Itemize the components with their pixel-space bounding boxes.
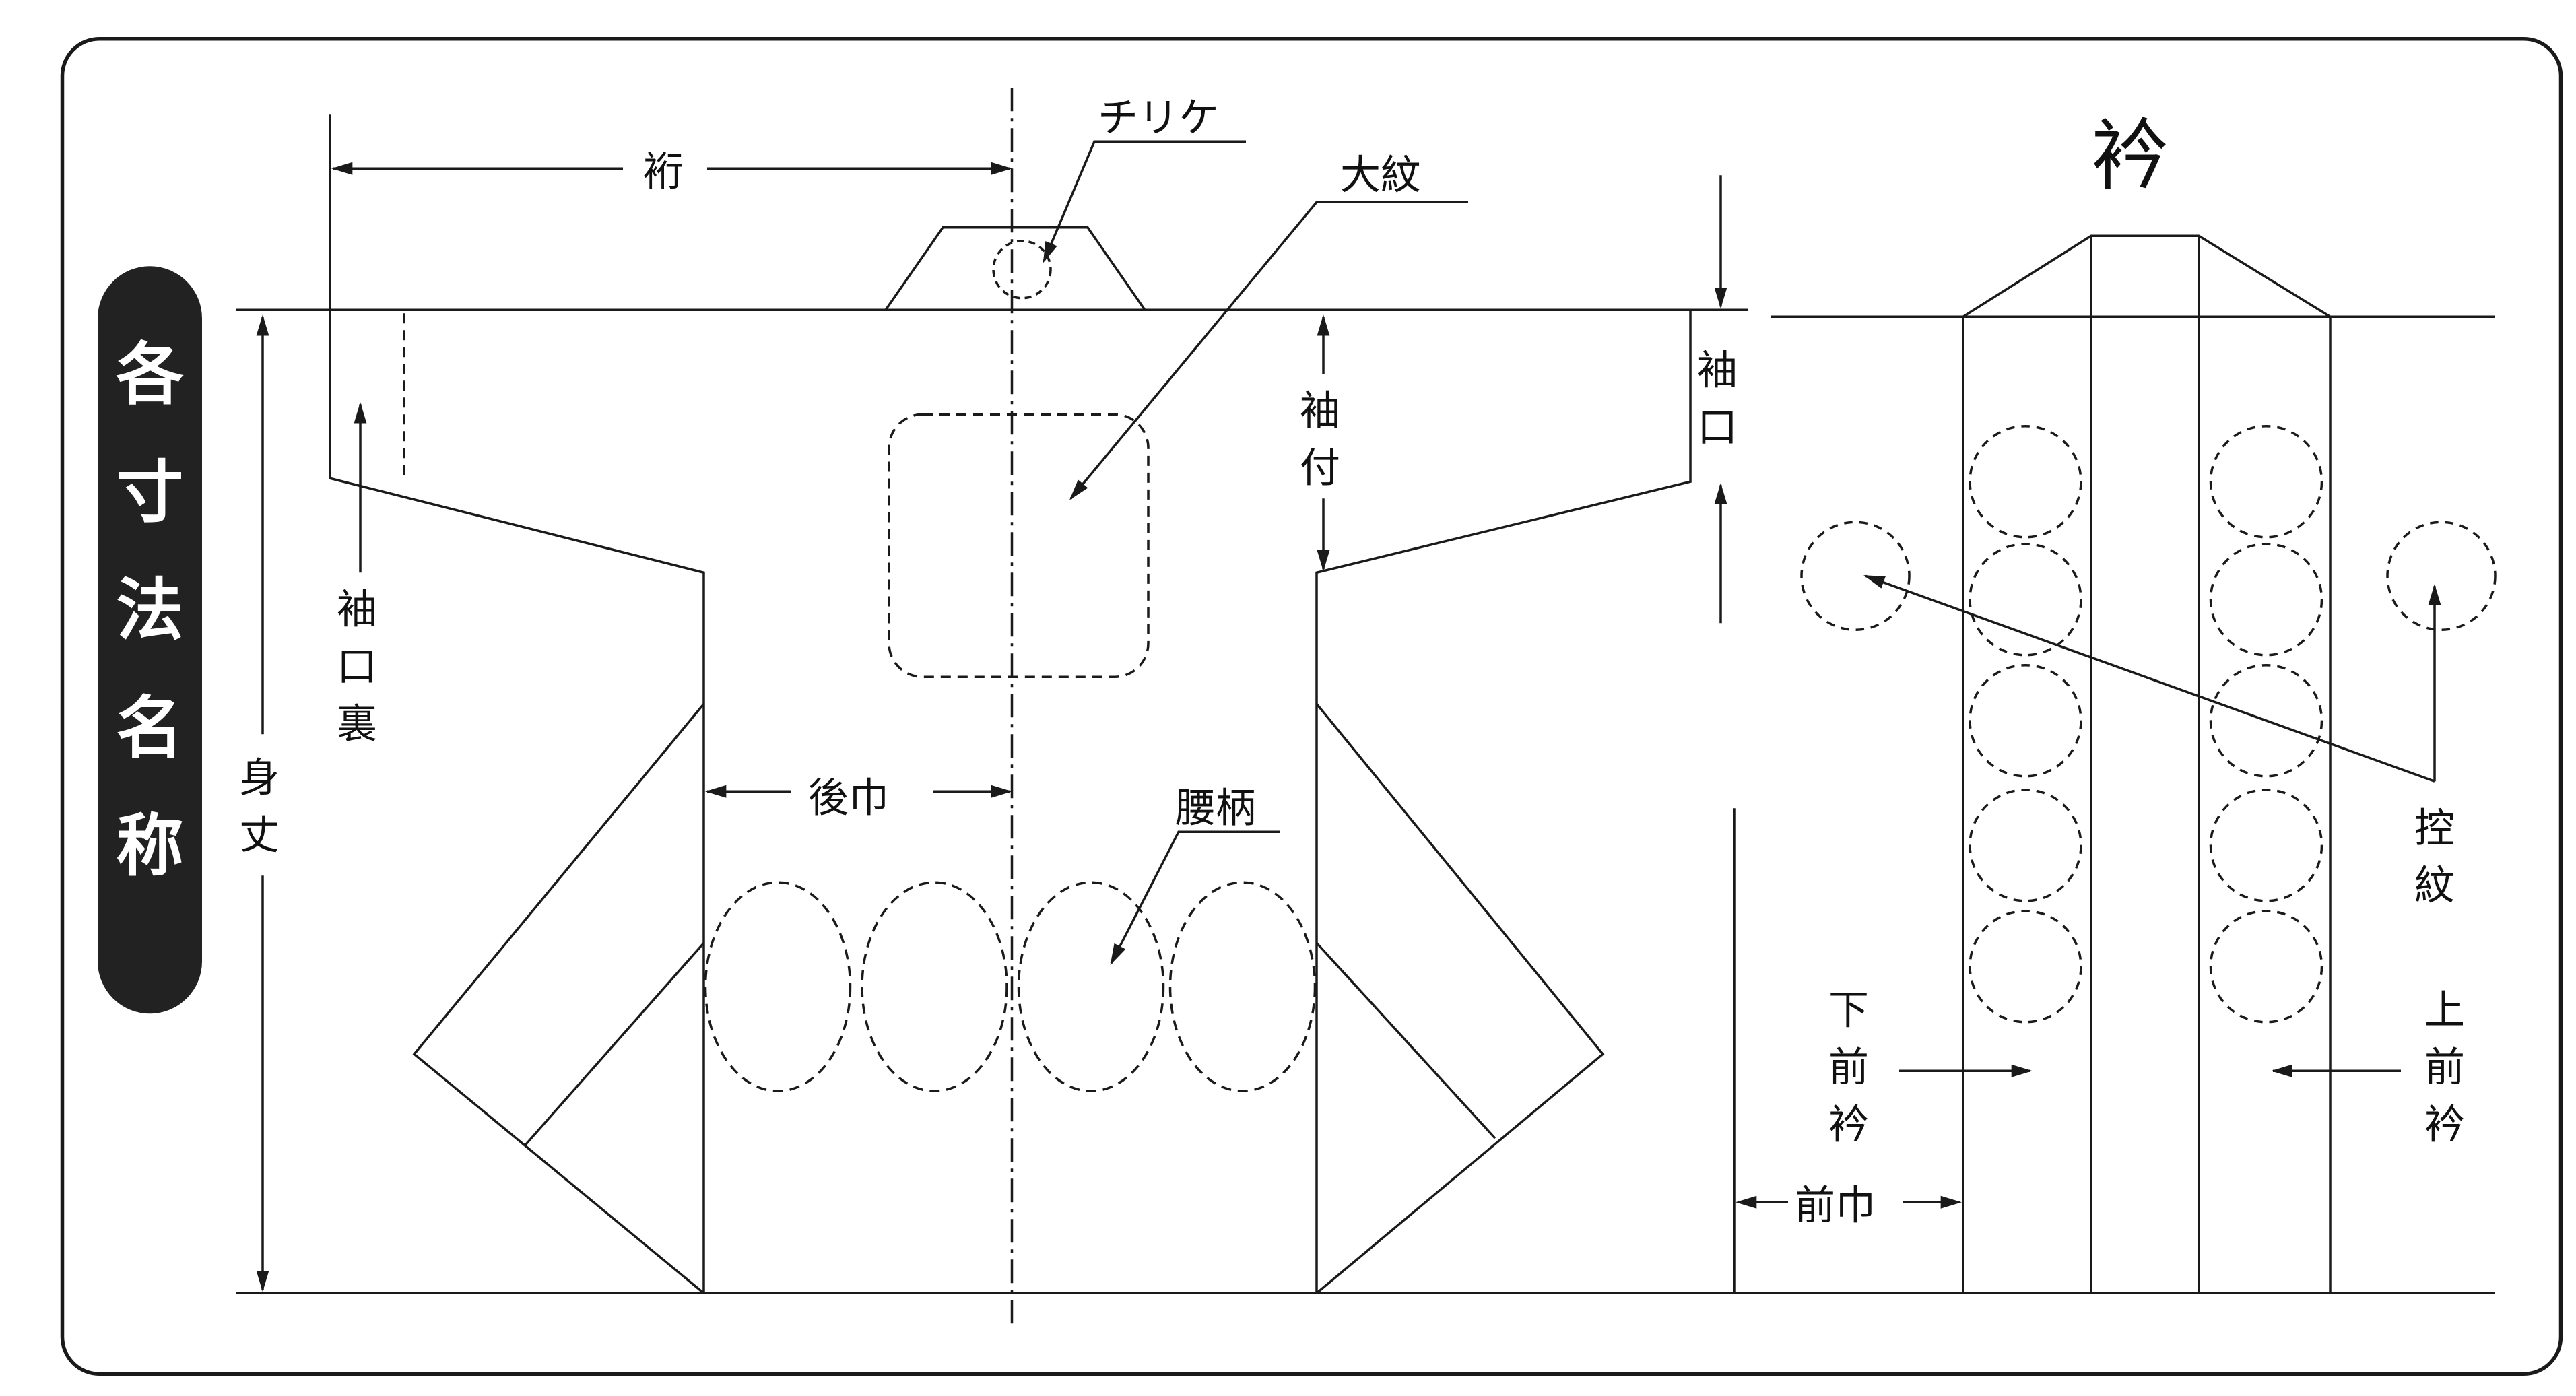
label-daimon: 大紋 xyxy=(1340,152,1421,199)
label-sodetsuke-2: 付 xyxy=(1300,444,1340,492)
title-char-5: 称 xyxy=(117,806,184,885)
label-koshigara: 腰柄 xyxy=(1175,785,1256,832)
label-sodetsuke-1: 袖 xyxy=(1300,387,1340,434)
label-mitake-2: 丈 xyxy=(239,811,279,859)
label-yuki: 裄 xyxy=(643,148,684,195)
title-char-2: 寸 xyxy=(117,453,184,531)
koshigara-pattern xyxy=(704,881,1317,1092)
label-sodeguchi-1: 袖 xyxy=(1697,347,1738,394)
label-sodeguchi-ura-1: 袖 xyxy=(337,586,377,633)
title-char-4: 名 xyxy=(117,688,184,767)
collar-outline xyxy=(1733,234,2495,1294)
hikaemon-right xyxy=(2386,521,2497,631)
label-uwamaeeri-1: 上 xyxy=(2424,987,2465,1034)
label-collar-title: 衿 xyxy=(2091,110,2169,201)
label-hikaemon-2: 紋 xyxy=(2414,862,2455,909)
label-shitamaeeri-3: 衿 xyxy=(1828,1101,1869,1148)
label-sodeguchi-ura-3: 裏 xyxy=(337,700,377,747)
label-ushirohaba: 後巾 xyxy=(808,774,889,822)
label-chirike: チリケ xyxy=(1098,94,1219,141)
hikaemon-left xyxy=(1800,521,1911,631)
title-sidebar xyxy=(98,266,202,1014)
label-shitamaeeri-2: 前 xyxy=(1828,1044,1869,1091)
koshigara-leader xyxy=(1110,830,1280,966)
chirike-leader xyxy=(1043,140,1246,263)
coat-back-outline xyxy=(236,88,1748,1327)
label-sodeguchi-2: 口 xyxy=(1697,404,1738,451)
label-mitake-1: 身 xyxy=(239,754,279,801)
label-uwamaeeri-3: 衿 xyxy=(2424,1101,2465,1148)
title-char-3: 法 xyxy=(117,570,184,649)
label-maehaba: 前巾 xyxy=(1795,1182,1876,1229)
label-shitamaeeri-1: 下 xyxy=(1828,987,1869,1034)
chirike-mark xyxy=(992,240,1052,300)
label-sodeguchi-ura-2: 口 xyxy=(337,643,377,690)
outer-frame xyxy=(60,37,2563,1376)
title-char-1: 各 xyxy=(117,335,185,413)
collar-crest-pattern xyxy=(1969,425,2323,1024)
daimon-leader xyxy=(1069,201,1468,500)
hikaemon-leader-left xyxy=(1863,574,2435,783)
label-uwamaeeri-2: 前 xyxy=(2424,1044,2465,1091)
daimon-area xyxy=(888,413,1150,678)
label-hikaemon-1: 控 xyxy=(2414,805,2455,852)
